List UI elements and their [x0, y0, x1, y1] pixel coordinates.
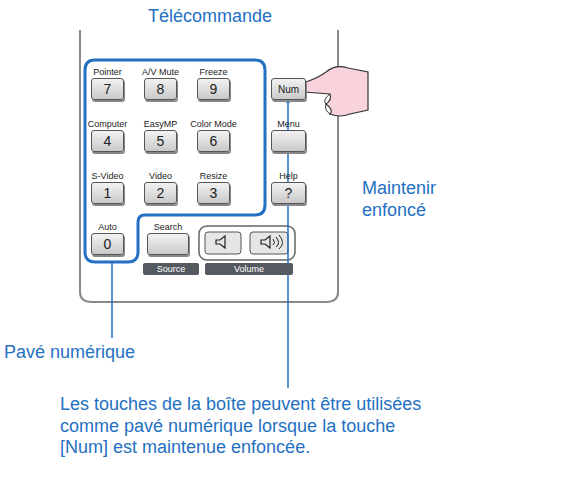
key-label: 9 — [198, 79, 229, 99]
button-label: Menu — [264, 120, 313, 131]
button-label: S-Video — [84, 172, 131, 183]
remote-button: Video2 — [144, 182, 177, 204]
remote-button: Help? — [271, 182, 306, 204]
section-band: Volume — [205, 263, 293, 275]
remote-button: Search — [147, 233, 189, 255]
remote-button: EasyMP5 — [144, 130, 177, 152]
key-label: 8 — [145, 79, 176, 99]
callout-label: Maintenir enfoncé — [362, 178, 492, 221]
remote-button: S-Video1 — [91, 182, 124, 204]
button-label: Help — [264, 172, 313, 183]
remote-button: Auto0 — [91, 233, 124, 255]
remote-body — [80, 30, 338, 302]
key-label: 1 — [92, 183, 123, 203]
button-label: Color Mode — [190, 120, 237, 131]
volume-surround — [199, 226, 295, 260]
hand-fingers — [325, 94, 330, 114]
leader-line — [111, 263, 113, 338]
remote-button: Freeze9 — [197, 78, 230, 100]
button-label: Search — [140, 223, 196, 234]
remote-button: Computer4 — [91, 130, 124, 152]
key-label: 7 — [92, 79, 123, 99]
key-label: ? — [272, 183, 305, 203]
band-label: Volume — [205, 263, 293, 275]
section-band: Source — [143, 263, 199, 275]
button-label: Freeze — [190, 68, 237, 79]
key-label: 2 — [145, 183, 176, 203]
button-label: Pointer — [84, 68, 131, 79]
key-label: 3 — [198, 183, 229, 203]
button-label: Computer — [84, 120, 131, 131]
hand — [302, 67, 368, 116]
remote-button: Resize3 — [197, 182, 230, 204]
key-label: Num — [272, 79, 305, 99]
key-label: 5 — [145, 131, 176, 151]
key-label: 4 — [92, 131, 123, 151]
button-label: Resize — [190, 172, 237, 183]
keypad-outline — [85, 60, 265, 262]
button-label: A/V Mute — [137, 68, 184, 79]
remote-button: Pointer7 — [91, 78, 124, 100]
button-label: EasyMP — [137, 120, 184, 131]
button-label: Auto — [84, 223, 131, 234]
note-text: Les touches de la boîte peuvent être uti… — [60, 394, 430, 459]
key-label: 0 — [92, 234, 123, 254]
remote-button: Color Mode6 — [197, 130, 230, 152]
remote-button: Num — [271, 78, 306, 100]
button-label: Video — [137, 172, 184, 183]
key-label: 6 — [198, 131, 229, 151]
remote-button: Menu — [271, 130, 306, 152]
band-label: Source — [143, 263, 199, 275]
title: Télécommande — [0, 6, 420, 27]
volume-buttons — [205, 232, 288, 254]
callout-label: Pavé numérique — [4, 342, 204, 364]
remote-button: A/V Mute8 — [144, 78, 177, 100]
